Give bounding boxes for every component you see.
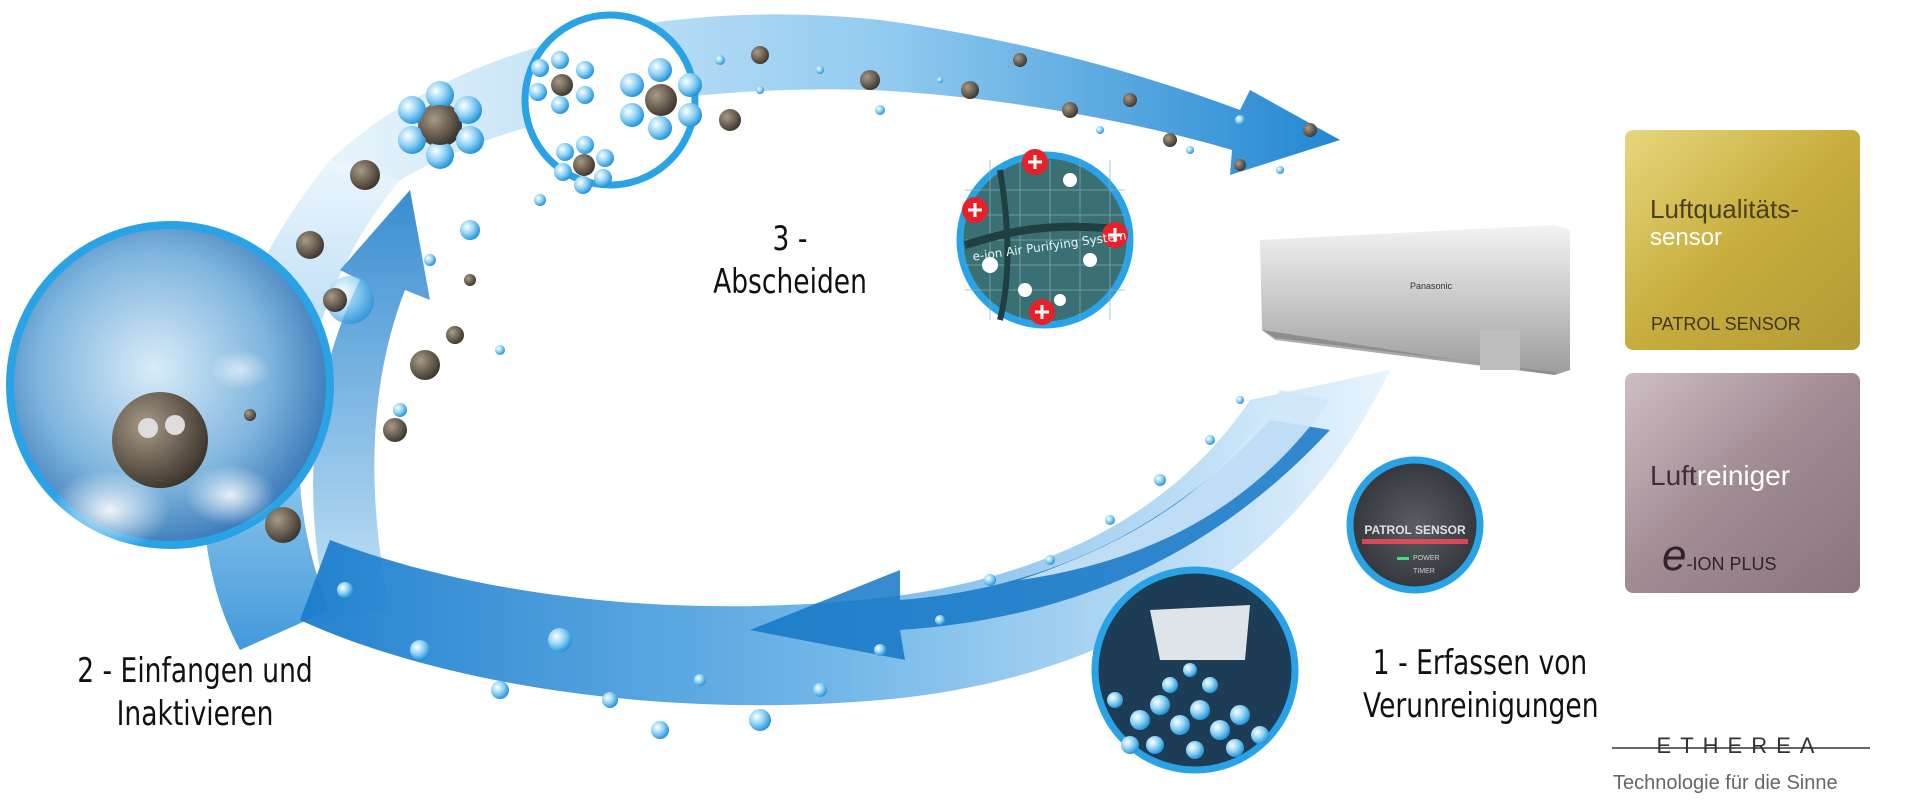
brand-tagline: Technologie für die Sinne [1613, 772, 1838, 794]
step2-label: 2 - Einfangen und Inaktivieren [74, 650, 316, 735]
bottom-swirl-light [1020, 390, 1330, 580]
bottom-left-arrow [750, 420, 1330, 660]
sensor-power: POWER [1413, 555, 1439, 562]
badge-sensor-title1: Luftqualitäts- [1650, 194, 1799, 224]
brand-logo-text: ETHEREA [1657, 733, 1824, 758]
badge-air-purifier: Luftreiniger e-ION PLUS [1625, 373, 1860, 593]
step1-line2: Verunreinigungen [1363, 685, 1599, 726]
captured-particle-flower [398, 81, 484, 169]
up-arrow [313, 190, 430, 620]
badge-sensor-title2: sensor [1650, 224, 1722, 251]
badge-sensor-subtitle: PATROL SENSOR [1651, 314, 1801, 334]
step2-line2: Inaktivieren [116, 693, 274, 734]
ion-release-circle [1091, 566, 1299, 774]
badge-purifier-title: Luftreiniger [1650, 460, 1790, 491]
patrol-sensor-circle: PATROL SENSOR POWER TIMER [1346, 456, 1484, 594]
ac-brand: Panasonic [1410, 281, 1453, 291]
air-conditioner-unit: Panasonic [1260, 225, 1570, 375]
step3-label: 3 - Abscheiden [713, 219, 867, 302]
bubbles [326, 55, 1284, 739]
step1-line1: 1 - Erfassen von [1372, 643, 1588, 683]
etherea-logo: ETHEREA Technologie für die Sinne [1612, 733, 1870, 794]
ion-cluster-circle [521, 11, 702, 194]
filter-circle: e-ion Air Purifying System [956, 149, 1134, 329]
step2-line1: 2 - Einfangen und [77, 651, 313, 691]
capture-inactivate-circle [6, 221, 334, 550]
sensor-timer: TIMER [1413, 568, 1435, 575]
badge-air-quality-sensor: Luftqualitäts- sensor PATROL SENSOR [1625, 130, 1860, 350]
step1-label: 1 - Erfassen von Verunreinigungen [1363, 642, 1599, 727]
badge-purifier-subtitle: e-ION PLUS [1662, 531, 1777, 580]
top-arrow-band [330, 14, 1340, 180]
sensor-title: PATROL SENSOR [1364, 523, 1466, 537]
